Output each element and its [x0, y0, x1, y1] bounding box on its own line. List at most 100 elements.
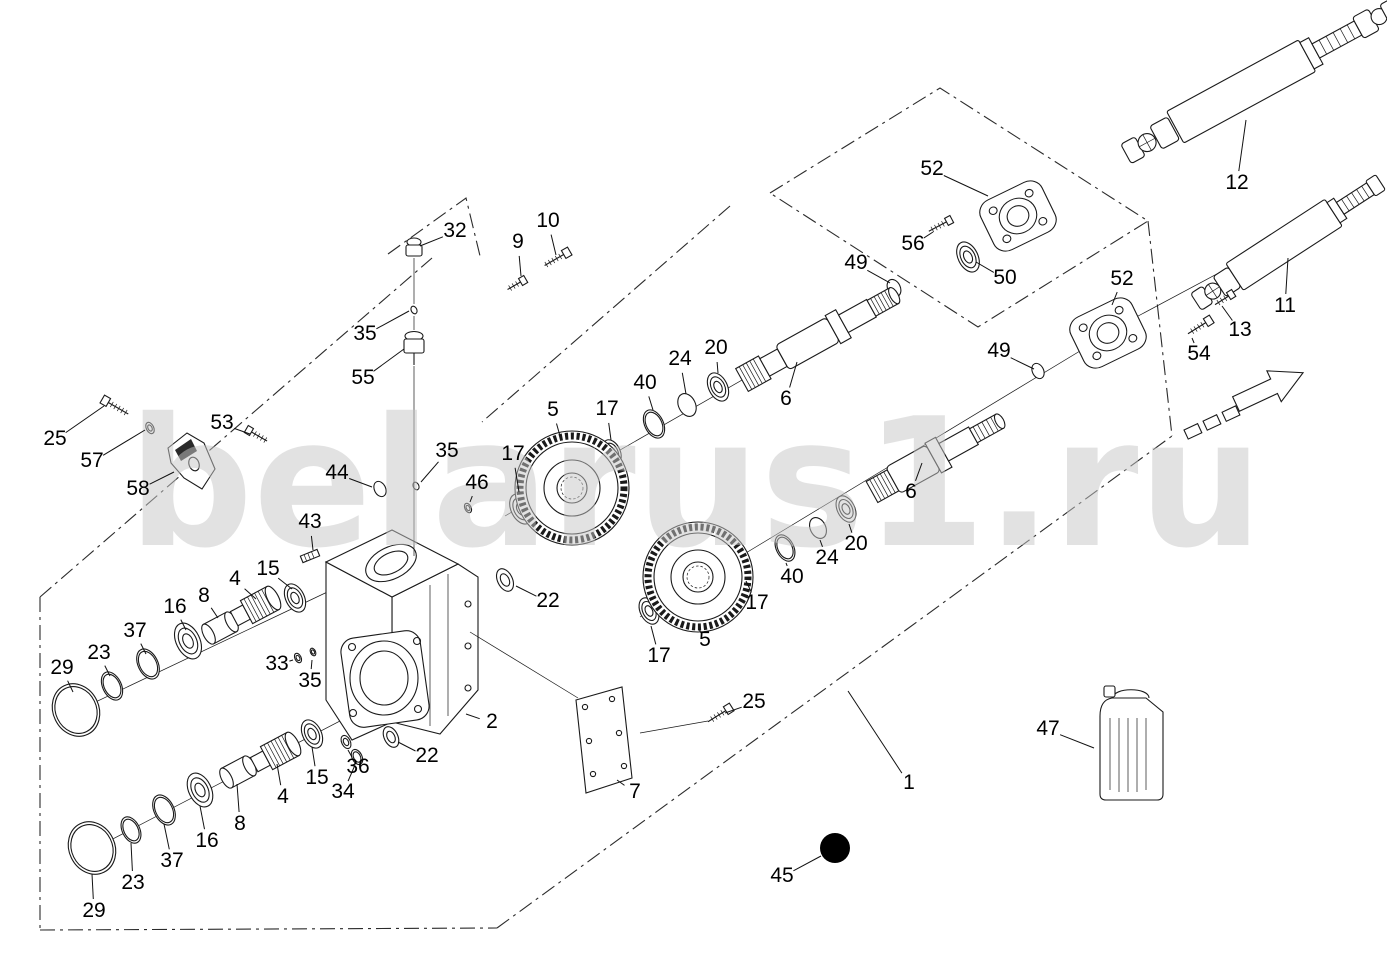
leader-line-17	[514, 467, 520, 493]
leader-line-44	[349, 478, 373, 488]
leader-line-1	[847, 690, 903, 774]
leader-line-20	[716, 361, 719, 374]
spacer-8-lower	[219, 755, 257, 789]
leader-line-54	[1191, 337, 1195, 344]
tread-marks	[1183, 405, 1241, 440]
leader-line-52	[1111, 291, 1118, 306]
leader-line-49	[1010, 357, 1035, 370]
shaft-6-lower	[865, 413, 1006, 504]
leader-line-11	[1285, 257, 1289, 295]
leader-line-24	[681, 372, 687, 395]
oring-29	[51, 683, 101, 737]
leader-line-36	[347, 749, 353, 757]
gear-5-upper	[514, 430, 630, 546]
leader-line-4	[244, 588, 257, 600]
leader-line-35	[310, 659, 313, 670]
leader-line-35	[376, 310, 410, 330]
leader-line-57	[102, 429, 146, 456]
screw-56	[928, 214, 955, 233]
spacer-8-upper	[201, 611, 239, 645]
snap-ring-24	[677, 393, 697, 417]
leader-line-50	[975, 261, 995, 273]
bearing-20	[835, 495, 857, 523]
coupling-4-upper	[229, 585, 282, 627]
bearing-15	[283, 583, 307, 613]
ring-49	[1031, 362, 1045, 380]
cardan-shaft-11	[1191, 174, 1386, 310]
bolt-13	[1214, 288, 1237, 306]
leader-line-56	[923, 231, 934, 239]
leader-line-40	[785, 562, 788, 567]
cardan-shaft-12	[1121, 0, 1387, 164]
leader-line-25	[724, 706, 742, 714]
leader-line-4	[276, 763, 282, 786]
stud-43	[299, 548, 321, 564]
leader-line-7	[616, 779, 625, 786]
leader-line-12	[1238, 119, 1247, 172]
leader-line-8	[210, 607, 219, 619]
leader-line-9	[518, 255, 522, 277]
washer-57	[145, 421, 155, 435]
leader-line-24	[819, 539, 823, 547]
leader-line-53	[234, 427, 251, 435]
plug-45	[820, 833, 850, 863]
leader-line-47	[1059, 734, 1095, 749]
ring-23	[100, 671, 124, 701]
leader-line-37	[163, 823, 170, 850]
ring-35	[410, 305, 418, 315]
leader-line-15	[277, 577, 293, 590]
plug-33	[293, 652, 303, 664]
flange-52-lower	[1069, 297, 1147, 369]
gearbox-housing	[324, 529, 479, 741]
bolt-10	[544, 246, 573, 268]
oil-can-47	[1099, 685, 1164, 801]
breather-fittings	[403, 237, 425, 556]
phantom-boundary-lines	[39, 87, 1173, 931]
leader-line-43	[310, 535, 314, 551]
leader-line-37	[140, 643, 147, 655]
ring-34	[350, 748, 364, 766]
leader-line-25	[65, 405, 105, 434]
leader-line-58	[149, 471, 175, 485]
bolt-25-right	[707, 702, 735, 723]
washer-22	[382, 726, 400, 748]
shaft-6-upper	[734, 286, 901, 393]
leader-line-29	[67, 680, 74, 693]
leader-line-52	[943, 175, 989, 197]
leader-line-32	[419, 236, 444, 247]
leader-line-49	[867, 269, 891, 284]
leader-line-45	[793, 855, 822, 872]
leader-line-23	[130, 842, 133, 872]
screw-9	[507, 274, 529, 291]
cover-plate-7	[469, 631, 709, 794]
flange-52-upper	[979, 180, 1057, 252]
leader-line-8	[236, 783, 240, 813]
leader-line-16	[180, 619, 187, 631]
washer-22	[495, 568, 515, 592]
major-components	[99, 0, 1387, 863]
leader-line-46	[469, 495, 473, 503]
leader-line-13	[1221, 305, 1233, 321]
bearing-16	[186, 772, 214, 808]
leader-line-15	[311, 746, 316, 767]
direction-arrow	[1183, 370, 1305, 440]
bearing-20	[706, 372, 730, 402]
leader-line-5	[698, 629, 702, 634]
bearing-50	[956, 241, 980, 273]
oring-29	[67, 821, 117, 875]
nut-36	[340, 734, 352, 750]
ring-23	[120, 816, 142, 844]
leader-line-22	[397, 741, 416, 752]
leader-line-40	[648, 396, 654, 411]
leader-line-5	[556, 423, 561, 437]
bearing-16	[173, 622, 203, 660]
leader-line-23	[104, 665, 111, 677]
bolt-54	[1187, 314, 1215, 335]
snap-ring-24	[809, 517, 827, 539]
leader-line-20	[848, 523, 853, 533]
bearing-15	[300, 719, 324, 749]
bracket-58	[167, 432, 216, 490]
leader-line-17	[745, 580, 752, 593]
